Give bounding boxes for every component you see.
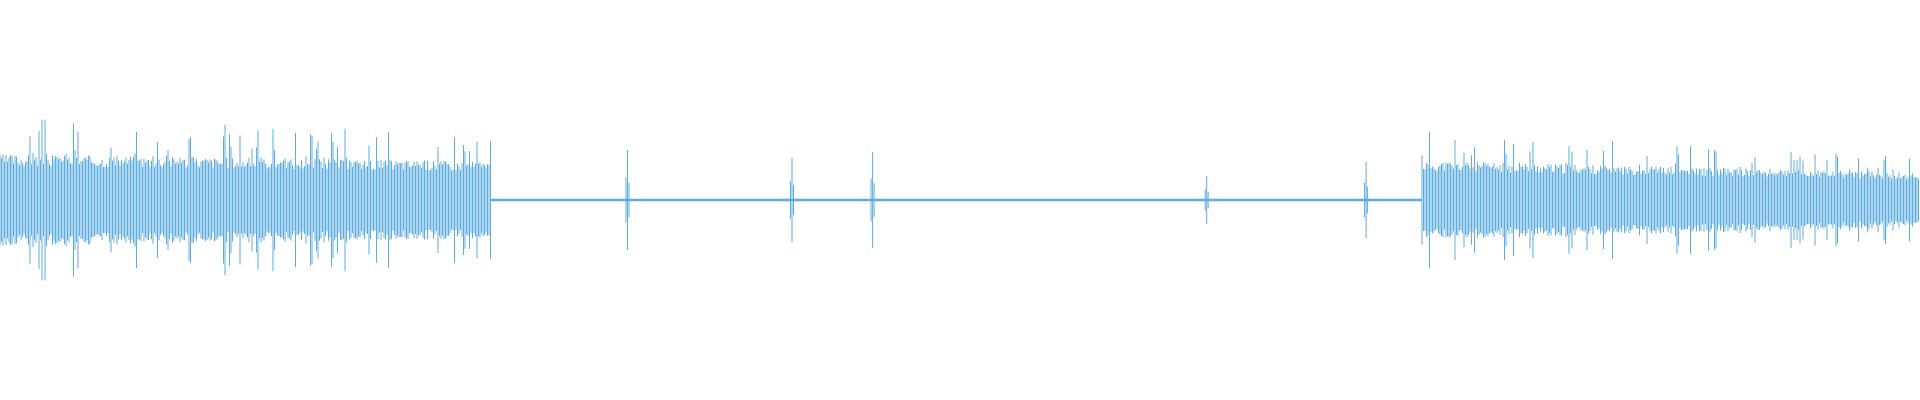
waveform-lines bbox=[0, 119, 1919, 281]
